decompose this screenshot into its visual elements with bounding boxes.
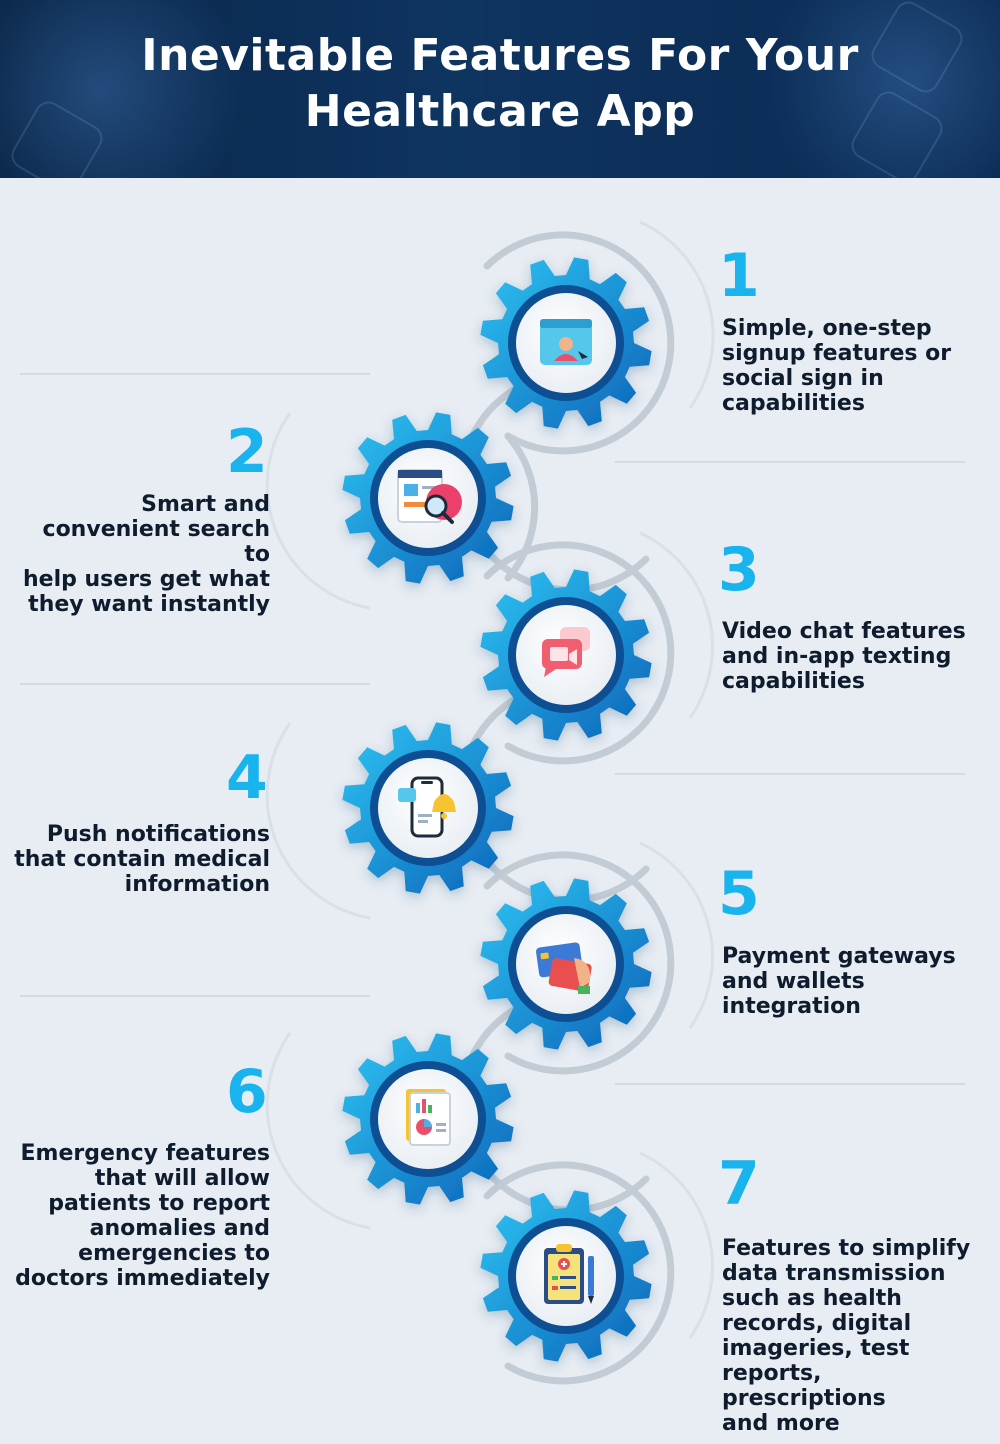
desc-line: signup features or — [722, 341, 952, 366]
desc-line: capabilities — [722, 391, 865, 416]
desc-line: Features to simplify — [722, 1236, 971, 1261]
desc-line: that will allow — [94, 1166, 270, 1191]
report-chart-icon — [406, 1089, 451, 1146]
credit-card-icon — [536, 942, 592, 994]
desc-line: reports, prescriptions — [722, 1361, 886, 1411]
feature-description: Smart and convenient search to help user… — [10, 492, 270, 617]
gear-5 — [480, 878, 652, 1050]
feature-number: 2 — [226, 417, 268, 487]
gear-2 — [342, 412, 514, 584]
feature-number: 5 — [718, 859, 760, 929]
feature-number: 4 — [226, 743, 268, 813]
title-line-1: Inevitable Features For Your — [141, 30, 859, 81]
track-arc — [504, 432, 539, 582]
desc-line: Push notifications — [46, 822, 270, 847]
desc-line: capabilities — [722, 669, 865, 694]
banner-glow — [0, 0, 260, 178]
feature-number: 6 — [226, 1057, 268, 1127]
desc-line: imageries, test — [722, 1336, 910, 1361]
gear-3 — [480, 569, 652, 741]
feature-description: Simple, one-step signup features or soci… — [722, 316, 982, 416]
gear-6 — [342, 1033, 514, 1205]
desc-line: and wallets — [722, 969, 865, 994]
outer-arcs — [265, 220, 715, 1339]
desc-line: anomalies and — [89, 1216, 270, 1241]
feature-description: Payment gateways and wallets integration — [722, 944, 982, 1019]
features-diagram: 1 Simple, one-step signup features or so… — [0, 178, 1000, 1444]
desc-line: Simple, one-step — [722, 316, 932, 341]
phone-notification-icon — [398, 776, 456, 838]
desc-line: Payment gateways — [722, 944, 956, 969]
feature-number: 1 — [718, 241, 760, 311]
search-document-icon — [397, 469, 462, 524]
gear-chain-graphic — [20, 220, 965, 1385]
desc-line: records, digital — [722, 1311, 912, 1336]
banner-glow — [760, 0, 1000, 178]
title-line-2: Healthcare App — [304, 86, 696, 137]
desc-line: information — [124, 872, 270, 897]
header-banner: Inevitable Features For Your Healthcare … — [0, 0, 1000, 178]
desc-line: and in-app texting — [722, 644, 952, 669]
track-arc — [483, 851, 675, 1075]
video-chat-icon — [542, 627, 590, 677]
feature-description: Emergency features that will allow patie… — [10, 1141, 270, 1291]
gear-1 — [480, 257, 652, 429]
track-arc — [483, 541, 675, 765]
feature-number: 3 — [718, 535, 760, 605]
desc-line: such as health — [722, 1286, 902, 1311]
track-arc — [483, 1161, 675, 1385]
desc-line: convenient search to — [42, 517, 270, 567]
desc-line: data transmission — [722, 1261, 946, 1286]
desc-line: Smart and — [141, 492, 270, 517]
desc-line: integration — [722, 994, 861, 1019]
desc-line: social sign in — [722, 366, 884, 391]
divider-lines — [20, 373, 965, 1085]
gear-7 — [480, 1190, 652, 1362]
feature-description: Video chat features and in-app texting c… — [722, 619, 982, 694]
desc-line: help users get what — [22, 567, 270, 592]
desc-line: Video chat features — [722, 619, 966, 644]
gear-4 — [342, 722, 514, 894]
feature-description: Features to simplify data transmission s… — [722, 1236, 992, 1436]
medical-clipboard-icon — [544, 1244, 594, 1304]
feature-description: Push notifications that contain medical … — [10, 822, 270, 897]
track-arc — [483, 231, 675, 455]
desc-line: they want instantly — [28, 592, 270, 617]
desc-line: Emergency features — [20, 1141, 270, 1166]
page-title: Inevitable Features For Your Healthcare … — [0, 28, 1000, 140]
desc-line: that contain medical — [14, 847, 270, 872]
user-profile-icon — [540, 319, 592, 365]
desc-line: emergencies to — [78, 1241, 270, 1266]
feature-number: 7 — [718, 1149, 760, 1219]
desc-line: patients to report — [48, 1191, 270, 1216]
desc-line: and more — [722, 1411, 840, 1436]
desc-line: doctors immediately — [15, 1266, 270, 1291]
